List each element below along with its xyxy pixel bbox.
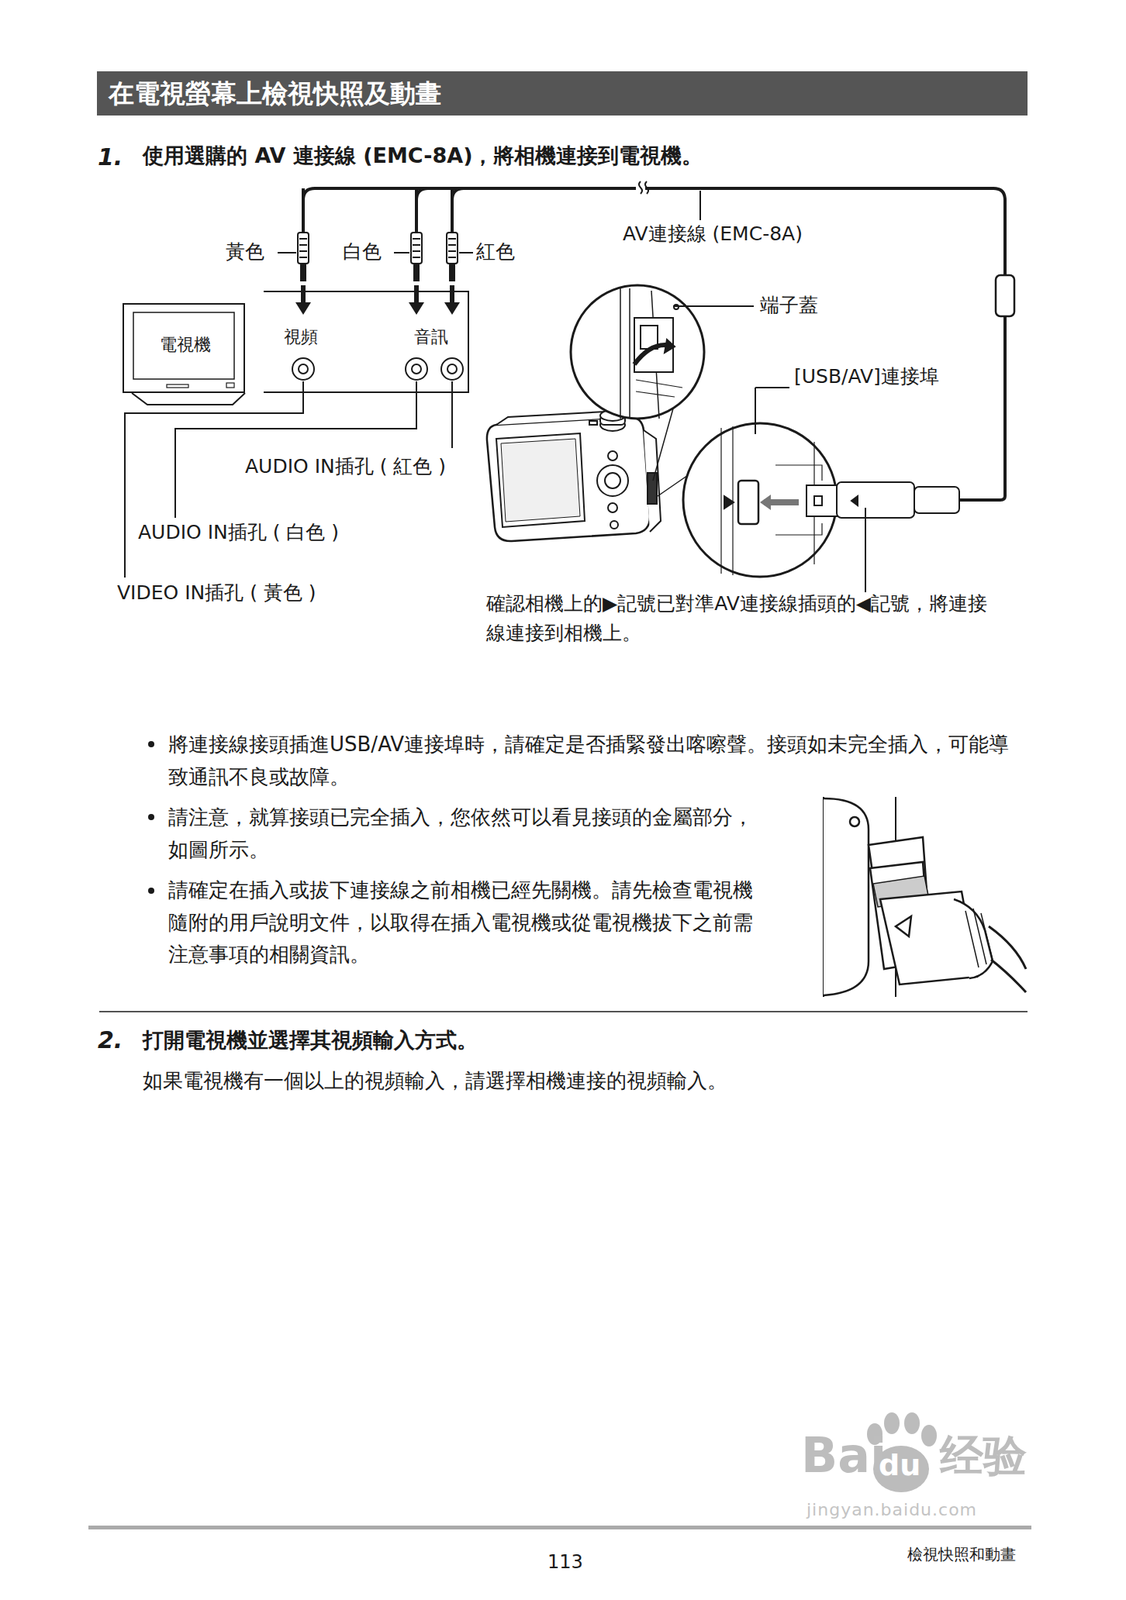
watermark: 经验	[939, 1428, 1027, 1486]
bullets	[148, 741, 155, 895]
step-number: 2.	[97, 1025, 123, 1056]
title-bar	[96, 71, 1028, 116]
port-detail	[721, 426, 960, 576]
separator	[99, 1011, 1028, 1013]
footer-rule	[88, 1526, 1032, 1531]
cable-label: AV連接線 (EMC-8A)	[622, 221, 803, 248]
watermark: du	[878, 1447, 921, 1486]
rca-plugs	[297, 232, 458, 281]
step-body: 如果電視機有一個以上的視頻輸入，請選擇相機連接的視頻輸入。	[142, 1068, 728, 1095]
footer-section: 檢視快照和動畫	[907, 1544, 1016, 1565]
node-text: 音訊	[414, 326, 449, 349]
color-label: 黃色	[225, 239, 265, 266]
connected-plug-figure	[823, 797, 1026, 998]
leader-line	[175, 381, 417, 519]
step-text: 打開電視機並選擇其視頻輸入方式。	[142, 1026, 478, 1054]
jack-label: VIDEO IN插孔 ( 黃色 )	[117, 580, 317, 607]
watermark: Bai	[801, 1425, 887, 1489]
watermark: jingyan.baidu.com	[806, 1499, 978, 1523]
insert-arrows	[295, 285, 460, 315]
input-panel: 視頻 音訊	[263, 290, 470, 394]
page-number: 113	[547, 1550, 584, 1576]
zoom-cover	[570, 285, 705, 419]
page-title: 在電視螢幕上檢視快照及動畫	[108, 75, 442, 112]
zoom-port	[683, 423, 837, 577]
bullet-note: 將連接線接頭插進USB/AV連接埠時，請確定是否插緊發出喀嚓聲。接頭如未完全插入…	[168, 728, 1028, 794]
av-jacks	[292, 358, 463, 380]
ferrite-core	[995, 275, 1015, 317]
color-label: 紅色	[476, 239, 515, 266]
step-text: 使用選購的 AV 連接線 (EMC-8A)，將相機連接到電視機。	[142, 141, 703, 170]
camera	[487, 410, 661, 542]
part-label: [USB/AV]連接埠	[794, 364, 940, 391]
node-text: 視頻	[283, 326, 318, 349]
bullet-note: 請注意，就算接頭已完全插入，您依然可以看見接頭的金屬部分，如圖所示。	[168, 801, 766, 867]
step-number: 1.	[97, 141, 123, 173]
tv-set: 電視機	[122, 303, 246, 394]
leader-line	[124, 381, 304, 578]
leader-line	[451, 381, 453, 449]
jack-label: AUDIO IN插孔 ( 紅色 )	[245, 454, 446, 481]
jack-label: AUDIO IN插孔 ( 白色 )	[138, 520, 339, 546]
bullet-note: 請確定在插入或拔下連接線之前相機已經先關機。請先檢查電視機隨附的用戶說明文件，以…	[168, 874, 766, 972]
node-text: 電視機	[134, 334, 236, 357]
tv-stand	[131, 393, 246, 405]
instruction-note: 確認相機上的▶記號已對準AV連接線插頭的◀記號，將連接線連接到相機上。	[486, 589, 1006, 648]
part-label: 端子蓋	[759, 293, 819, 319]
color-label: 白色	[342, 239, 382, 266]
